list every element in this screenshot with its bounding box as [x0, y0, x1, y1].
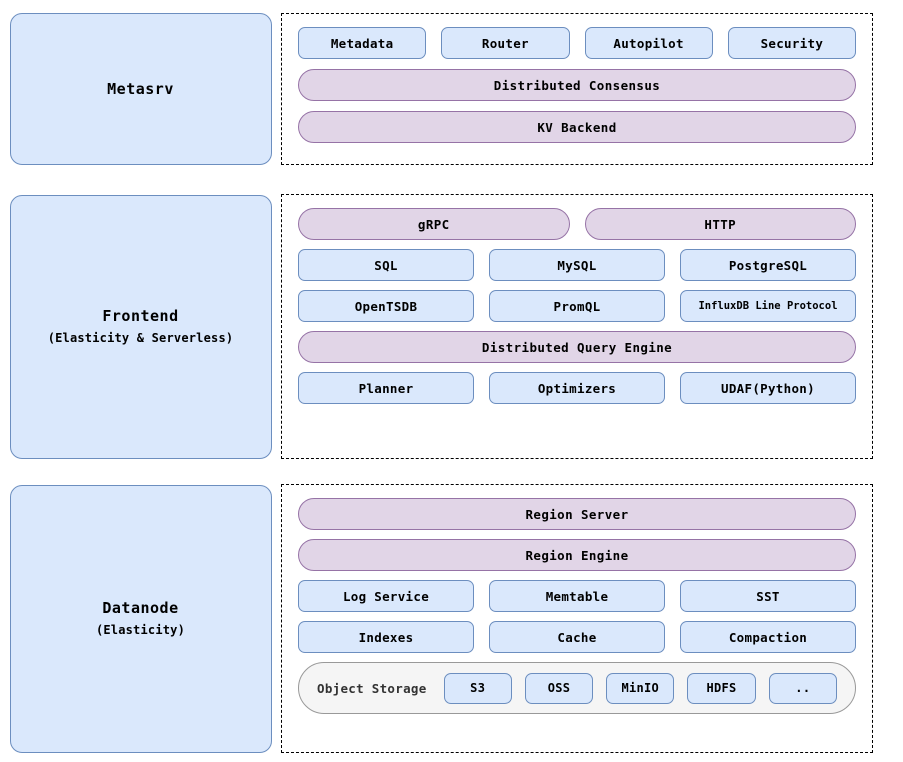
chip-postgresql[interactable]: PostgreSQL: [680, 249, 856, 281]
object-storage-label: Object Storage: [317, 680, 427, 696]
chip-udaf-python[interactable]: UDAF(Python): [680, 372, 856, 404]
datanode-panel-cell: Datanode (Elasticity): [0, 475, 281, 762]
pill-distributed-consensus[interactable]: Distributed Consensus: [298, 69, 856, 101]
metasrv-panel: Metasrv: [9, 13, 272, 165]
chip-planner[interactable]: Planner: [298, 372, 474, 404]
metasrv-group: Metadata Router Autopilot Security Distr…: [281, 13, 873, 165]
chip-minio[interactable]: MinIO: [606, 672, 675, 704]
datanode-panel-title: Datanode: [102, 599, 179, 618]
chip-hdfs[interactable]: HDFS: [687, 672, 756, 704]
chip-sql[interactable]: SQL: [298, 249, 474, 281]
frontend-group-cell: gRPC HTTP SQL MySQL PostgreSQL OpenTSDB …: [281, 178, 903, 475]
frontend-panel: Frontend (Elasticity & Serverless): [9, 194, 272, 459]
metasrv-services-row: Metadata Router Autopilot Security: [298, 27, 856, 59]
frontend-languages-row: SQL MySQL PostgreSQL: [298, 249, 856, 281]
chip-optimizers[interactable]: Optimizers: [489, 372, 665, 404]
metasrv-group-cell: Metadata Router Autopilot Security Distr…: [281, 0, 903, 178]
chip-security[interactable]: Security: [727, 27, 856, 59]
chip-cache[interactable]: Cache: [489, 621, 665, 653]
chip-s3[interactable]: S3: [443, 672, 512, 704]
frontend-group: gRPC HTTP SQL MySQL PostgreSQL OpenTSDB …: [281, 194, 873, 459]
chip-more[interactable]: ..: [768, 672, 837, 704]
chip-influxdb-line-protocol[interactable]: InfluxDB Line Protocol: [680, 290, 856, 322]
pill-http[interactable]: HTTP: [584, 208, 856, 240]
frontend-protocols-row: OpenTSDB PromQL InfluxDB Line Protocol: [298, 290, 856, 322]
chip-log-service[interactable]: Log Service: [298, 580, 474, 612]
chip-oss[interactable]: OSS: [524, 672, 594, 704]
datanode-panel: Datanode (Elasticity): [9, 484, 272, 753]
pill-distributed-query-engine[interactable]: Distributed Query Engine: [298, 331, 856, 363]
chip-opentsdb[interactable]: OpenTSDB: [298, 290, 474, 322]
pill-region-engine[interactable]: Region Engine: [298, 539, 856, 571]
chip-compaction[interactable]: Compaction: [680, 621, 856, 653]
datanode-group: Region Server Region Engine Log Service …: [281, 484, 873, 753]
frontend-panel-cell: Frontend (Elasticity & Serverless): [0, 178, 281, 475]
frontend-panel-title: Frontend: [102, 307, 179, 326]
pill-kv-backend[interactable]: KV Backend: [298, 111, 856, 143]
metasrv-panel-cell: Metasrv: [0, 0, 281, 178]
chip-indexes[interactable]: Indexes: [298, 621, 474, 653]
frontend-engine-parts-row: Planner Optimizers UDAF(Python): [298, 372, 856, 404]
metasrv-panel-title: Metasrv: [107, 79, 174, 98]
chip-memtable[interactable]: Memtable: [489, 580, 665, 612]
datanode-panel-subtitle: (Elasticity): [95, 622, 186, 637]
chip-metadata[interactable]: Metadata: [298, 27, 427, 59]
datanode-group-cell: Region Server Region Engine Log Service …: [281, 475, 903, 762]
frontend-protocol-pill-row: gRPC HTTP: [298, 208, 856, 240]
object-storage-group: Object Storage S3 OSS MinIO HDFS ..: [298, 662, 856, 714]
datanode-storage-row-b: Indexes Cache Compaction: [298, 621, 856, 653]
chip-mysql[interactable]: MySQL: [489, 249, 665, 281]
pill-region-server[interactable]: Region Server: [298, 498, 856, 530]
chip-router[interactable]: Router: [441, 27, 570, 59]
chip-autopilot[interactable]: Autopilot: [584, 27, 713, 59]
pill-grpc[interactable]: gRPC: [298, 208, 570, 240]
datanode-storage-row-a: Log Service Memtable SST: [298, 580, 856, 612]
chip-promql[interactable]: PromQL: [489, 290, 665, 322]
chip-sst[interactable]: SST: [680, 580, 856, 612]
frontend-panel-subtitle: (Elasticity & Serverless): [47, 330, 234, 345]
